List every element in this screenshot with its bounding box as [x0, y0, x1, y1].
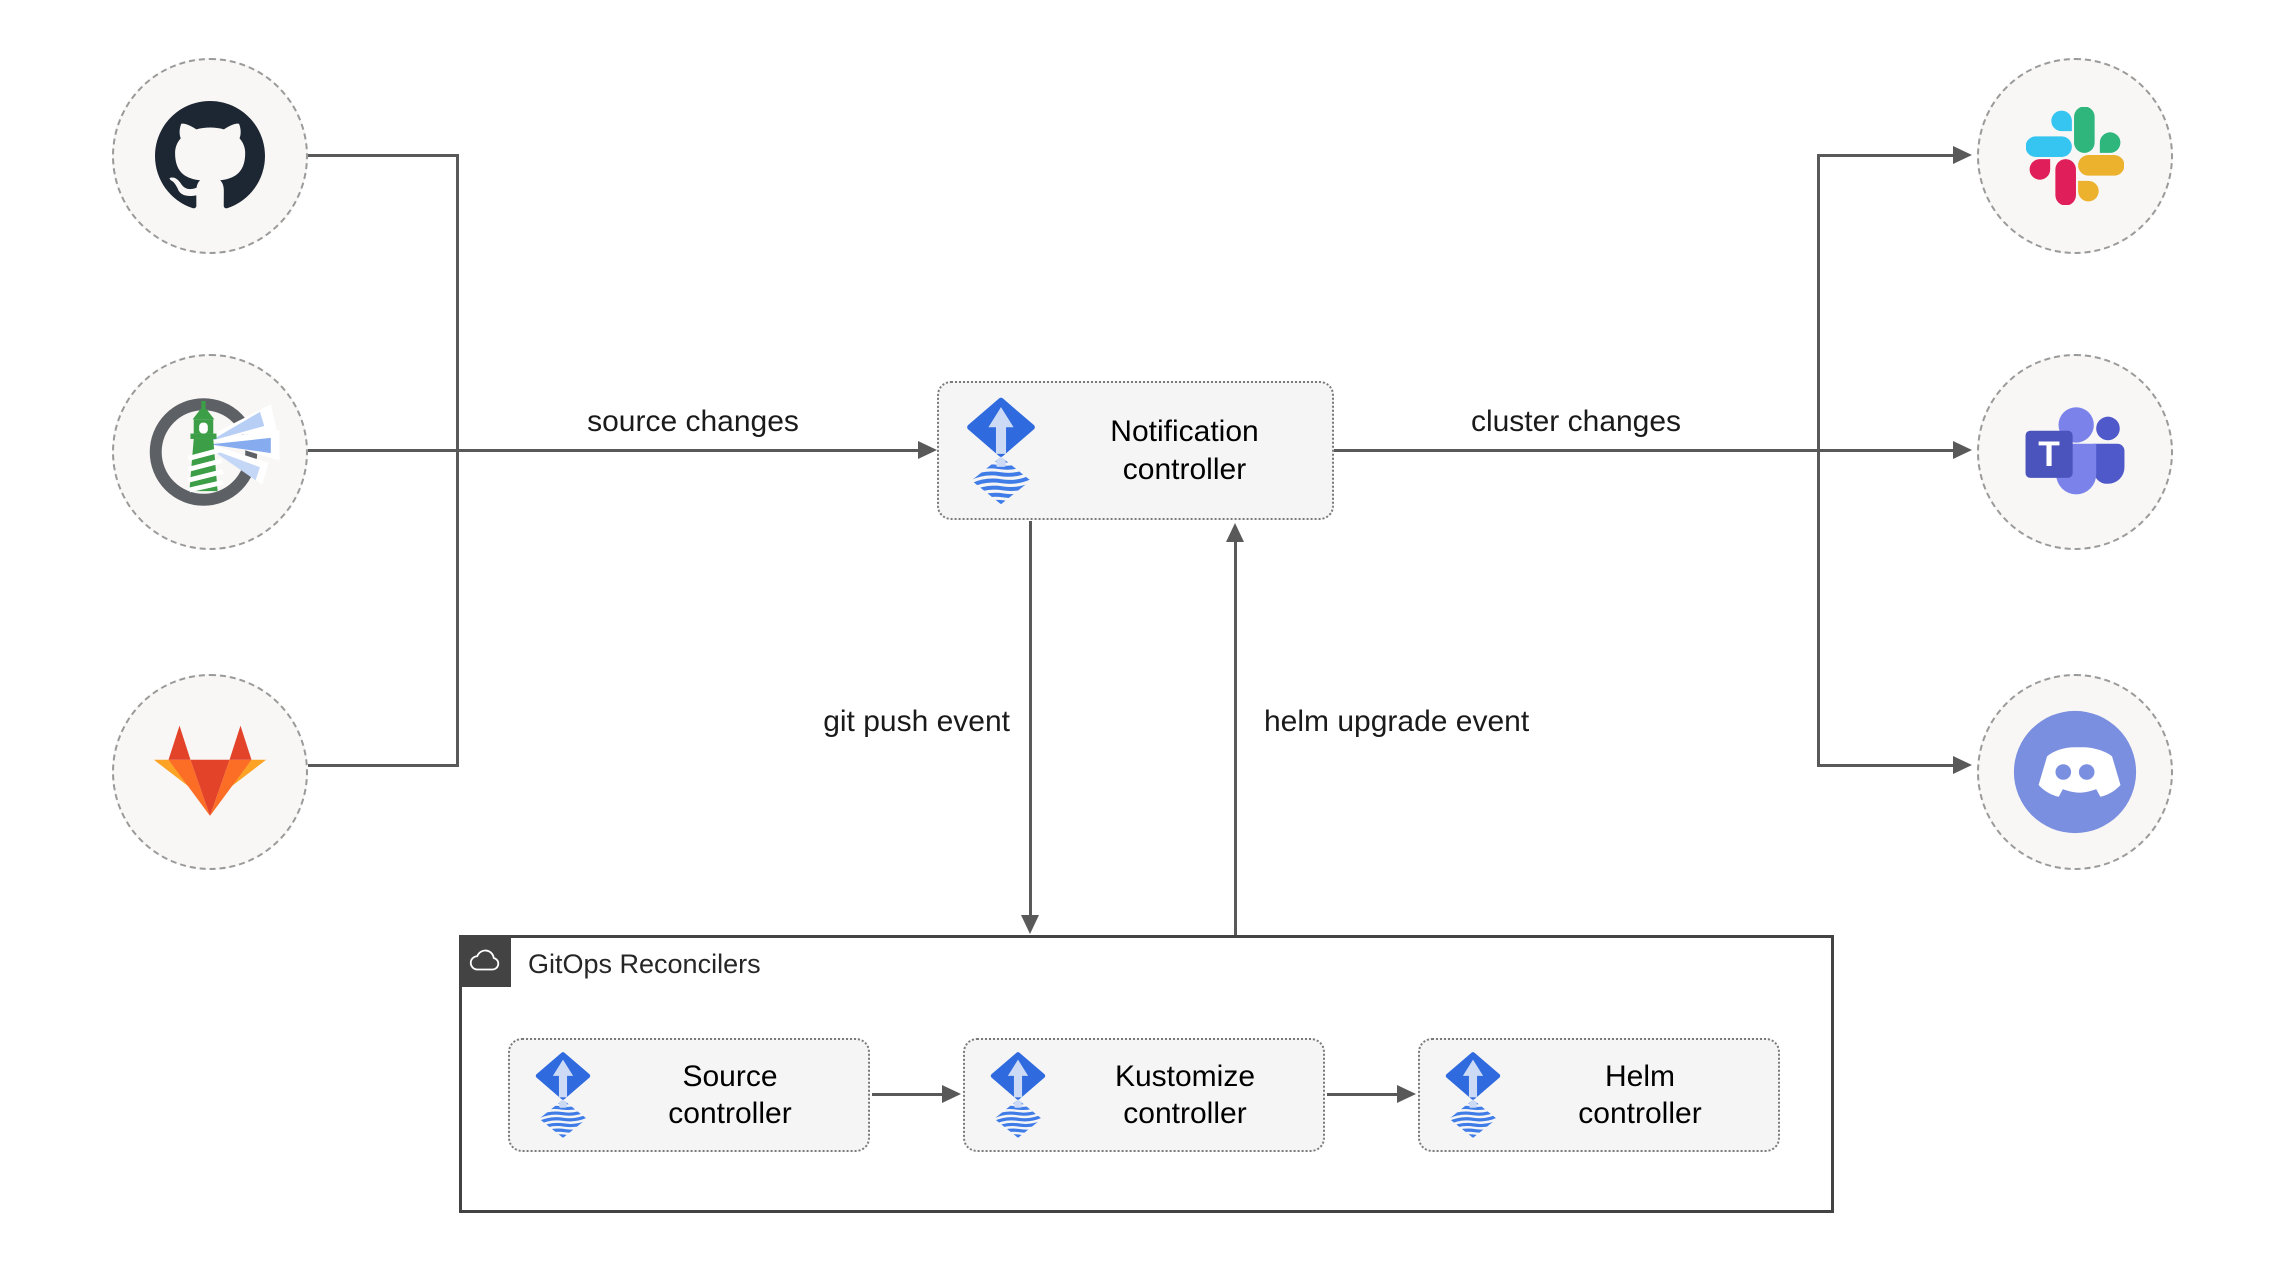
kustomize-controller-node: Kustomize controller	[963, 1038, 1325, 1152]
edge-source-changes-line	[308, 449, 920, 452]
flux-icon	[989, 1051, 1047, 1139]
arrowhead-to-slack	[1953, 146, 1972, 164]
edge-kustomize-to-helm	[1327, 1093, 1397, 1096]
gitops-reconcilers-title: GitOps Reconcilers	[528, 949, 761, 979]
source-controller-label: Source controller	[668, 1059, 792, 1131]
edge-right-trunk	[1817, 154, 1820, 767]
edge-label-git-push-event: git push event	[823, 705, 1010, 738]
arrowhead-to-discord	[1953, 756, 1972, 774]
gitlab-icon	[149, 722, 271, 822]
svg-text:T: T	[2038, 435, 2060, 474]
source-node-gitlab	[112, 674, 308, 870]
source-node-harbor	[112, 354, 308, 550]
edge-helm-upgrade-event-line	[1234, 541, 1237, 935]
arrowhead-source-to-kustomize	[942, 1085, 961, 1103]
edge-label-helm-upgrade-event: helm upgrade event	[1264, 705, 1530, 738]
edge-left-trunk	[456, 154, 459, 767]
edge-git-push-event-line	[1029, 521, 1032, 917]
flux-icon	[965, 396, 1037, 506]
arrowhead-into-notification	[918, 441, 937, 459]
arrowhead-to-teams	[1953, 441, 1972, 459]
notification-controller-label: Notification controller	[1110, 415, 1259, 486]
edge-to-teams	[1817, 449, 1953, 452]
edge-label-cluster-changes: cluster changes	[1470, 405, 1682, 438]
cloud-icon	[459, 935, 511, 987]
edge-gitlab-stub	[308, 764, 458, 767]
edge-source-to-kustomize	[872, 1093, 942, 1096]
target-node-teams: T	[1977, 354, 2173, 550]
target-node-discord	[1977, 674, 2173, 870]
edge-label-source-changes: source changes	[587, 405, 799, 438]
edge-to-discord	[1817, 764, 1953, 767]
helm-controller-node: Helm controller	[1418, 1038, 1780, 1152]
flux-icon	[1444, 1051, 1502, 1139]
notification-controller-node: Notification controller	[937, 381, 1334, 520]
kustomize-controller-label: Kustomize controller	[1114, 1059, 1256, 1131]
target-node-slack	[1977, 58, 2173, 254]
harbor-icon	[134, 376, 286, 528]
github-icon	[155, 101, 265, 211]
edge-to-slack	[1817, 154, 1953, 157]
arrowhead-git-push-event	[1021, 915, 1039, 934]
source-controller-node: Source controller	[508, 1038, 870, 1152]
discord-icon	[2010, 707, 2140, 837]
edge-cluster-changes-line	[1334, 449, 1820, 452]
arrowhead-helm-upgrade-event	[1226, 523, 1244, 542]
edge-github-stub	[308, 154, 458, 157]
helm-controller-label: Helm controller	[1578, 1059, 1702, 1131]
flux-icon	[534, 1051, 592, 1139]
arrowhead-kustomize-to-helm	[1397, 1085, 1416, 1103]
slack-icon	[2026, 107, 2124, 205]
source-node-github	[112, 58, 308, 254]
microsoft-teams-icon: T	[2016, 399, 2134, 505]
